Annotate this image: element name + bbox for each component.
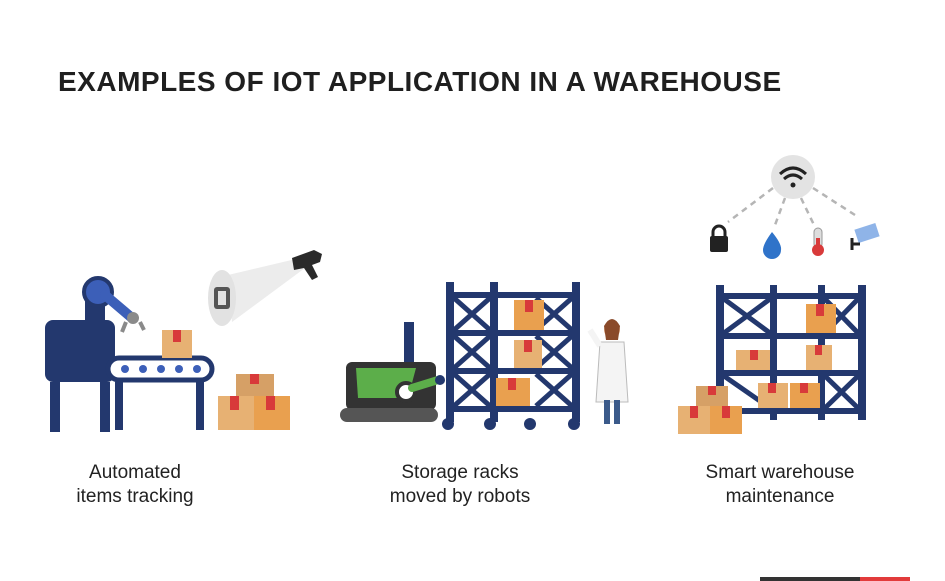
panel-automated-tracking bbox=[45, 250, 322, 432]
lock-icon bbox=[710, 224, 728, 252]
storage-rack bbox=[442, 282, 580, 430]
wifi-icon bbox=[771, 155, 815, 199]
mobile-robot-icon bbox=[340, 322, 445, 422]
sensor-links bbox=[727, 186, 856, 226]
page-title: EXAMPLES OF IOT APPLICATION IN A WAREHOU… bbox=[58, 66, 782, 97]
worker-icon bbox=[587, 319, 629, 424]
scanner-icon bbox=[208, 250, 322, 326]
thermometer-icon bbox=[812, 227, 824, 256]
storage-rack bbox=[716, 285, 866, 420]
panel-smart-maintenance bbox=[678, 155, 880, 434]
box-stack bbox=[218, 374, 290, 430]
caption-smart-maintenance: Smart warehouse maintenance bbox=[705, 462, 855, 507]
box-icon bbox=[162, 330, 192, 358]
camera-icon bbox=[850, 222, 880, 250]
footer-bar bbox=[760, 577, 910, 581]
caption-automated-tracking: Automated items tracking bbox=[76, 462, 194, 507]
box-stack bbox=[678, 386, 742, 434]
robot-arm-icon bbox=[45, 276, 146, 432]
water-drop-icon bbox=[763, 232, 782, 259]
panel-storage-racks bbox=[340, 282, 629, 430]
conveyor-belt bbox=[105, 355, 215, 430]
caption-storage-racks: Storage racks moved by robots bbox=[389, 462, 531, 507]
